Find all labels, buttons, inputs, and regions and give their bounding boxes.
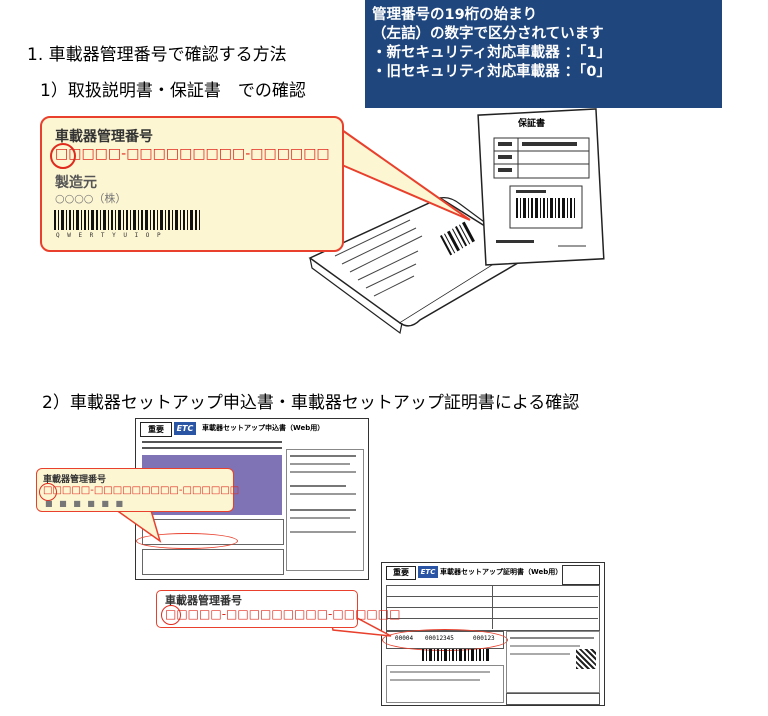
callout1-barcode-text: Q W E R T Y U I O P <box>56 232 163 239</box>
qr-code-icon <box>576 649 596 669</box>
setup-certificate-form: 重要 ETC 車載器セットアップ証明書（Web用） 00004 00012345… <box>381 562 605 706</box>
manual-and-warranty-illustration <box>308 108 605 335</box>
callout2-label: 車載器管理番号 <box>43 475 107 485</box>
callout3-digit-circle <box>161 605 181 625</box>
manual-book-icon <box>308 197 532 335</box>
callout1-barcode <box>54 210 200 230</box>
callout1-label: 車載器管理番号 <box>55 129 153 145</box>
callout2-number: □□□□□-□□□□□□□□□-□□□□□□ <box>43 485 240 496</box>
first-digit-circle <box>50 143 76 169</box>
form2-badge: 重要 <box>386 566 416 580</box>
form1-title: 車載器セットアップ申込書（Web用） <box>202 424 325 432</box>
info-line-2: （左詰）の数字で区分されています <box>372 26 604 42</box>
callout1-number: □□□□□-□□□□□□□□□-□□□□□□ <box>55 146 330 162</box>
callout3-number: □□□□□-□□□□□□□□□-□□□□□□ <box>165 607 401 621</box>
form1-number-highlight <box>136 533 238 549</box>
form2-number-highlight <box>382 629 508 651</box>
heading-method: 1. 車載器管理番号で確認する方法 <box>27 45 287 65</box>
callout2-digit-circle <box>39 483 57 501</box>
info-line-1: 管理番号の19桁の始まり <box>372 7 538 23</box>
form2-etc-logo: ETC <box>418 566 438 578</box>
info-box: 管理番号の19桁の始まり （左詰）の数字で区分されています ・新セキュリティ対応… <box>365 0 722 108</box>
callout3-label: 車載器管理番号 <box>165 594 242 607</box>
warranty-doc-icon <box>477 108 605 266</box>
heading-setup-forms: 2）車載器セットアップ申込書・車載器セットアップ証明書による確認 <box>42 393 580 413</box>
callout-manual: 車載器管理番号 □□□□□-□□□□□□□□□-□□□□□□ 製造元 ○○○○（… <box>40 116 344 252</box>
form1-badge: 重要 <box>140 422 172 437</box>
heading-manual-warranty: 1）取扱説明書・保証書 での確認 <box>40 81 306 101</box>
form2-title: 車載器セットアップ証明書（Web用） <box>440 568 563 576</box>
callout1-pointer <box>341 128 471 221</box>
form1-etc-logo: ETC <box>174 422 196 435</box>
warranty-title: 保証書 <box>518 119 546 129</box>
info-line-3: ・新セキュリティ対応車載器 ：「1」 <box>372 45 612 61</box>
form2-barcode <box>422 649 489 661</box>
callout-certificate: 車載器管理番号 □□□□□-□□□□□□□□□-□□□□□□ <box>156 590 400 628</box>
callout-application: 車載器管理番号 □□□□□-□□□□□□□□□-□□□□□□ ■ ■ ■ ■ ■… <box>36 468 239 512</box>
callout1-maker-value: ○○○○（株） <box>55 192 127 205</box>
info-line-4: ・旧セキュリティ対応車載器 ：「0」 <box>372 64 612 80</box>
callout1-maker-label: 製造元 <box>55 175 97 191</box>
